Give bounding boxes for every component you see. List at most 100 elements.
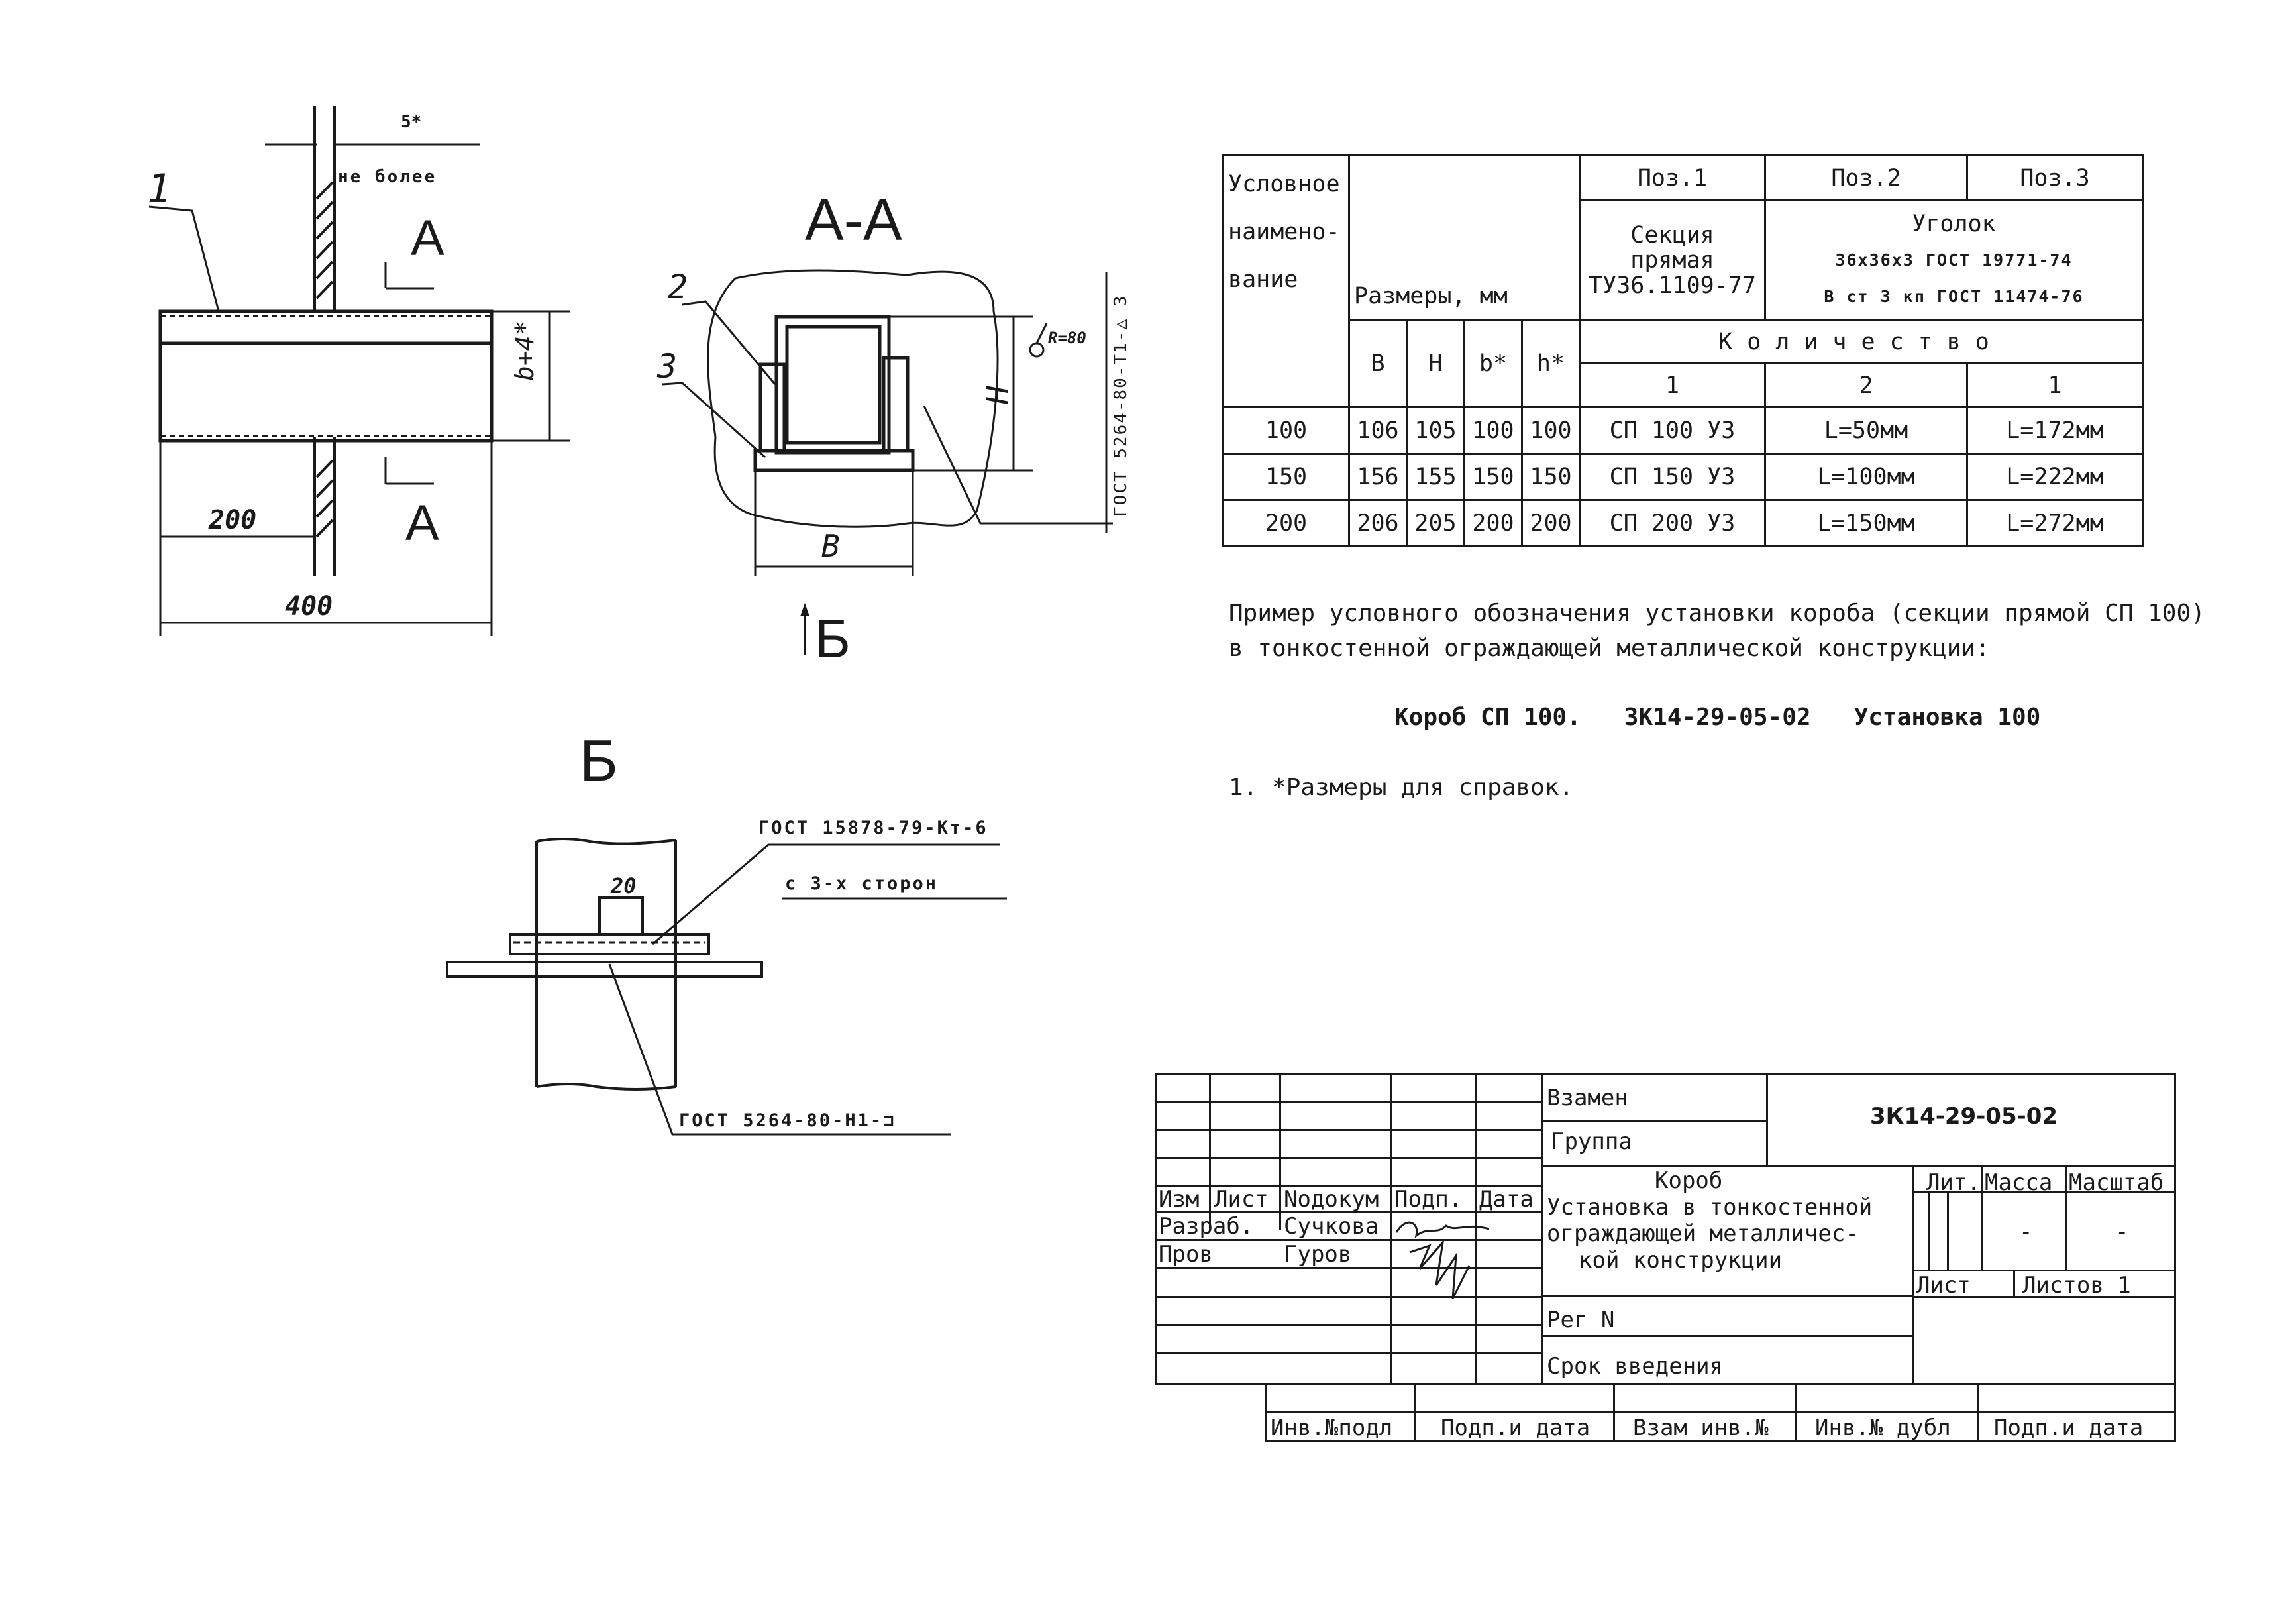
weld-note-t1: ГОСТ 5264-80-Т1-△ 3 xyxy=(1111,295,1131,517)
label-sheets-total: Листов 1 xyxy=(2022,1272,2131,1299)
qty-pos1: 1 xyxy=(1579,362,1766,408)
cell-pos3: L=272мм xyxy=(1966,499,2144,547)
value-massa: - xyxy=(2019,1218,2033,1245)
header-massa: Масса xyxy=(1985,1169,2053,1196)
header-lit: Лит. xyxy=(1926,1169,1981,1196)
cell-name: 100 xyxy=(1222,406,1350,455)
section-mark-top: A xyxy=(411,210,444,266)
title-line-4: кой конструкции xyxy=(1579,1247,1783,1273)
weld-note-top: ГОСТ 15878-79-Кт-6 xyxy=(758,818,988,838)
cell-h: 100 xyxy=(1521,406,1581,455)
radius-label: R=80 xyxy=(1048,329,1086,347)
cell-B: 106 xyxy=(1348,406,1408,455)
pos23-description: Уголок 36х36х3 ГОСТ 19771-74 В ст 3 кп Г… xyxy=(1764,199,2144,321)
dim-label-200: 200 xyxy=(208,505,256,535)
cell-podp-data-1: Подп.и дата xyxy=(1441,1415,1591,1441)
header-data: Дата xyxy=(1479,1186,1534,1213)
label-gruppa: Группа xyxy=(1551,1128,1632,1155)
cell-pos1: СП 200 У3 xyxy=(1579,499,1766,547)
spec-table: Условное наимено- вание Размеры, мм Поз.… xyxy=(1222,154,2144,547)
document-code: 3К14-29-05-02 xyxy=(1870,1103,2058,1130)
cell-inv-podl: Инв.№подл xyxy=(1271,1415,1393,1441)
header-ndok: Nодокум xyxy=(1284,1186,1379,1213)
col-header-pos2: Поз.2 xyxy=(1764,154,1968,201)
sub-header-H: Н xyxy=(1406,319,1465,408)
cell-b: 150 xyxy=(1463,453,1523,501)
title-block: Изм Лист Nодокум Подп. Дата Разраб. Сучк… xyxy=(1155,1073,2176,1385)
footnote: 1. *Размеры для справок. xyxy=(1229,774,1574,801)
qty-pos2: 2 xyxy=(1764,362,1968,408)
example-line-1: Пример условного обозначения установки к… xyxy=(1229,600,2205,627)
cell-pos1: СП 150 У3 xyxy=(1579,453,1766,501)
section-aa-title: А-А xyxy=(805,187,902,252)
table-row: 100 106 105 100 100 СП 100 У3 L=50мм L=1… xyxy=(1222,406,2144,455)
table-row: 200 206 205 200 200 СП 200 У3 L=150мм L=… xyxy=(1222,499,2144,547)
cell-H: 155 xyxy=(1406,453,1465,501)
sub-header-B: В xyxy=(1348,319,1408,408)
header-list: Лист xyxy=(1214,1186,1269,1213)
view-b-drawing: Б 20 ГОСТ 15878-79-Кт-6 с 3-х сторон ГОС… xyxy=(446,728,1007,1136)
name-razrab: Сучкова xyxy=(1284,1213,1379,1240)
sub-header-h: h* xyxy=(1521,319,1581,408)
label-sheet: Лист xyxy=(1916,1272,1971,1299)
label-razrab: Разраб. xyxy=(1159,1213,1254,1240)
header-podp: Подп. xyxy=(1394,1186,1463,1213)
cell-pos2: L=100мм xyxy=(1764,453,1968,501)
cell-h: 200 xyxy=(1521,499,1581,547)
cell-B: 156 xyxy=(1348,453,1408,501)
cell-inv-dubl: Инв.№ дубл xyxy=(1815,1415,1951,1441)
col-header-dims: Размеры, мм xyxy=(1348,154,1581,321)
pipe-section xyxy=(158,309,494,443)
cell-H: 205 xyxy=(1406,499,1465,547)
cell-name: 150 xyxy=(1222,453,1350,501)
cell-B: 206 xyxy=(1348,499,1408,547)
box-section xyxy=(753,315,915,472)
name-prov: Гуров xyxy=(1284,1241,1352,1268)
note-ne-bolee: не более xyxy=(338,167,437,187)
label-srok: Срок введения xyxy=(1547,1353,1724,1379)
cell-h: 150 xyxy=(1521,453,1581,501)
cell-pos1: СП 100 У3 xyxy=(1579,406,1766,455)
position-label-3: 3 xyxy=(656,347,677,386)
wall-plate xyxy=(313,106,336,576)
table-row: 150 156 155 150 150 СП 150 У3 L=100мм L=… xyxy=(1222,453,2144,501)
col-header-pos1: Поз.1 xyxy=(1579,154,1766,201)
cell-podp-data-2: Подп.и дата xyxy=(1994,1415,2144,1441)
col-header-pos3: Поз.3 xyxy=(1966,154,2144,201)
qty-pos3: 1 xyxy=(1966,362,2144,408)
sub-header-b: b* xyxy=(1463,319,1523,408)
cell-pos2: L=50мм xyxy=(1764,406,1968,455)
weld-note-sides: с 3-х сторон xyxy=(785,873,938,894)
dim-label-5: 5* xyxy=(401,112,421,132)
col-header-name: Условное наимено- вание xyxy=(1222,154,1350,408)
cell-pos2: L=150мм xyxy=(1764,499,1968,547)
position-label-2: 2 xyxy=(668,268,688,306)
title-block-bottom-row: Инв.№подл Подп.и дата Взам инв.№ Инв.№ д… xyxy=(1265,1385,2176,1442)
break-outline xyxy=(707,269,999,528)
title-line-1: Короб xyxy=(1655,1167,1723,1194)
view-mark-b: Б xyxy=(815,609,851,669)
dim-label-height: b+4* xyxy=(510,320,539,381)
cell-b: 100 xyxy=(1463,406,1523,455)
pos1-description: Секция прямая ТУ36.1109-77 xyxy=(1579,199,1766,321)
cell-H: 105 xyxy=(1406,406,1465,455)
signature-image xyxy=(1395,1221,1490,1299)
label-reg: Рег N xyxy=(1547,1307,1615,1333)
value-masshtab: - xyxy=(2115,1218,2129,1245)
cell-pos3: L=222мм xyxy=(1966,453,2144,501)
dim-label-B: B xyxy=(821,528,840,564)
dim-label-20: 20 xyxy=(610,873,637,898)
position-label-1: 1 xyxy=(147,166,171,212)
header-izm: Изм xyxy=(1159,1186,1200,1213)
cell-name: 200 xyxy=(1222,499,1350,547)
arrow-icon xyxy=(800,603,809,616)
section-aa-drawing: А-А 2 3 H B R=80 ГОСТ 5264-80-Т1-△ 3 Б xyxy=(656,187,1131,669)
title-line-2: Установка в тонкостенной xyxy=(1547,1194,1873,1220)
label-prov: Пров xyxy=(1159,1241,1213,1268)
title-line-3: ограждающей металличес- xyxy=(1547,1220,1859,1247)
weld-note-bottom: ГОСТ 5264-80-Н1-⊐ xyxy=(679,1110,896,1131)
label-vzamen: Взамен xyxy=(1547,1085,1628,1111)
cell-b: 200 xyxy=(1463,499,1523,547)
dim-label-400: 400 xyxy=(285,591,333,622)
plate-assembly xyxy=(446,838,763,1091)
